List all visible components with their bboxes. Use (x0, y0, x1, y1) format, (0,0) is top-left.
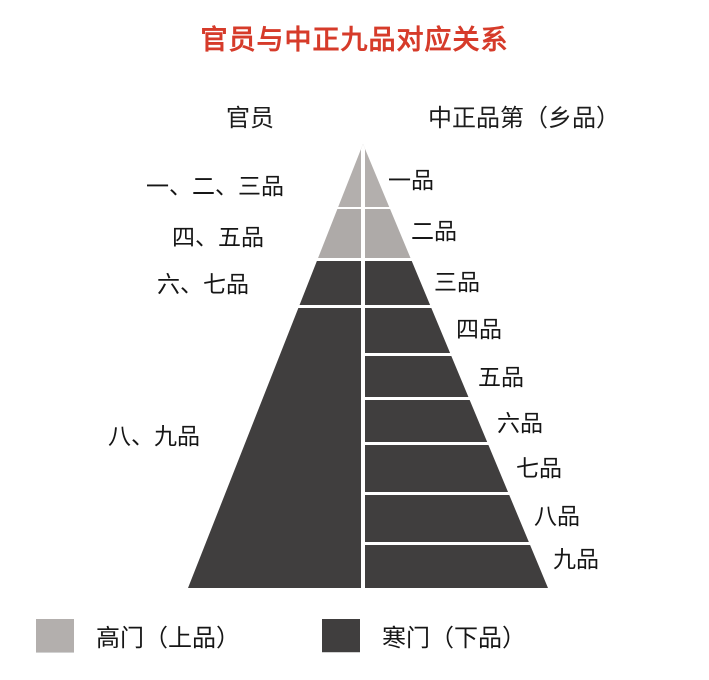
right-label-3: 三品 (434, 270, 480, 295)
legend-item-low-class: 寒门（下品） (322, 618, 526, 653)
right-label-9: 九品 (553, 547, 599, 572)
right-label-2: 二品 (411, 219, 457, 244)
legend-label-high-class: 高门（上品） (96, 626, 240, 652)
left-tier-4 (188, 308, 363, 588)
right-tier-8 (363, 495, 548, 542)
page-title: 官员与中正九品对应关系 (200, 25, 509, 55)
left-label-2: 四、五品 (172, 225, 264, 250)
right-label-6: 六品 (497, 411, 543, 436)
pyramid-left-half (188, 144, 363, 588)
right-label-5: 五品 (478, 365, 524, 390)
left-label-3: 六、七品 (157, 272, 249, 297)
legend-swatch-high-class (36, 619, 74, 652)
right-label-4: 四品 (456, 317, 502, 342)
right-label-7: 七品 (516, 456, 562, 481)
right-label-1: 一品 (388, 168, 434, 193)
legend-label-low-class: 寒门（下品） (382, 626, 526, 652)
right-label-8: 八品 (534, 504, 580, 529)
legend-swatch-low-class (322, 619, 360, 652)
pyramid-chart (188, 144, 548, 588)
right-tier-9 (363, 545, 548, 588)
center-divider (361, 144, 365, 588)
legend-item-high-class: 高门（上品） (36, 618, 240, 653)
column-header-officials: 官员 (226, 106, 274, 132)
left-label-1: 一、二、三品 (146, 174, 284, 199)
column-header-ranks: 中正品第（乡品） (428, 106, 620, 132)
left-label-4: 八、九品 (108, 424, 200, 449)
